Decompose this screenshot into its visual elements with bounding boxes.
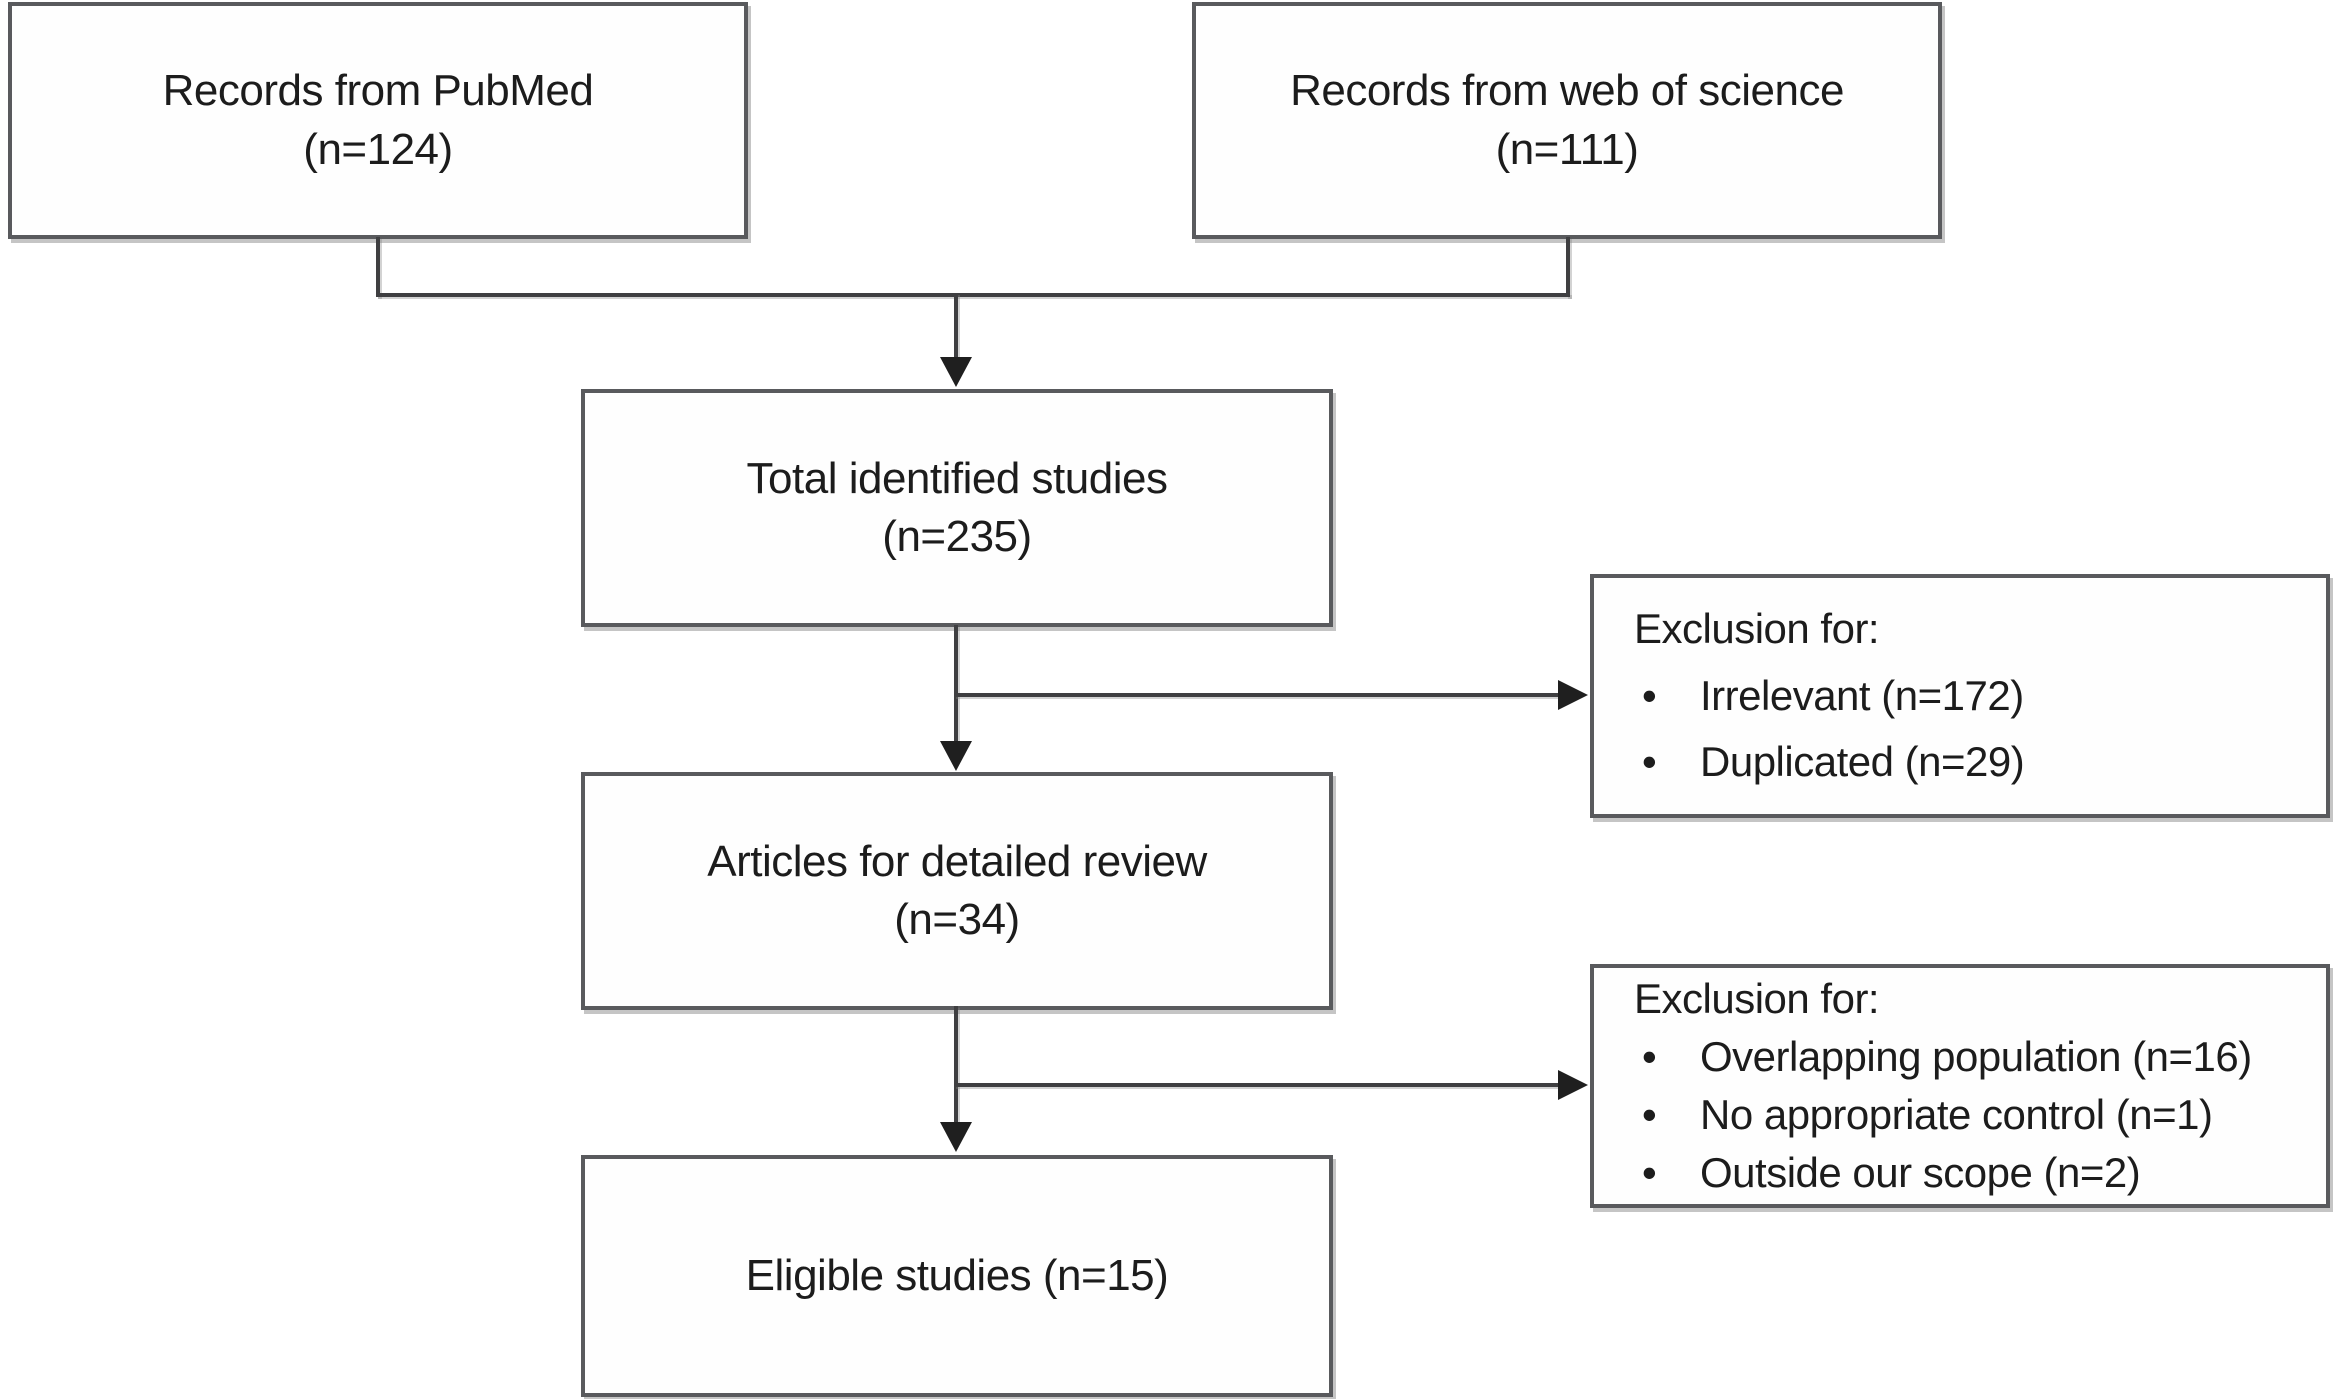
exclusion-2-item-outside-scope: Outside our scope (n=2) bbox=[1700, 1148, 2141, 1196]
connector-wos-down bbox=[1566, 237, 1570, 297]
connector-pubmed-down bbox=[376, 237, 380, 297]
bullet-icon: • bbox=[1642, 1148, 1657, 1196]
box-records-web-of-science-count: (n=111) bbox=[1495, 124, 1639, 174]
exclusion-2-item-overlapping: Overlapping population (n=16) bbox=[1700, 1033, 2252, 1081]
list-item: • Overlapping population (n=16) bbox=[1634, 1028, 2302, 1086]
connector-review-to-eligible bbox=[954, 1006, 958, 1124]
list-item: • No appropriate control (n=1) bbox=[1634, 1086, 2302, 1144]
box-total-identified-studies-count: (n=235) bbox=[882, 512, 1032, 561]
arrow-down-icon bbox=[940, 741, 972, 771]
exclusion-2-list: • Overlapping population (n=16) • No app… bbox=[1634, 1028, 2302, 1202]
exclusion-1-item-duplicated: Duplicated (n=29) bbox=[1700, 738, 2025, 786]
connector-branch-exclusion-1 bbox=[954, 693, 1560, 697]
box-total-identified-studies: Total identified studies (n=235) bbox=[581, 389, 1333, 627]
box-articles-detailed-review: Articles for detailed review (n=34) bbox=[581, 772, 1333, 1010]
connector-branch-exclusion-2 bbox=[954, 1083, 1560, 1087]
box-records-web-of-science: Records from web of science (n=111) bbox=[1192, 2, 1942, 239]
connector-merge-horizontal bbox=[376, 293, 1570, 297]
list-item: • Duplicated (n=29) bbox=[1634, 729, 2302, 795]
exclusion-2-item-no-control: No appropriate control (n=1) bbox=[1700, 1091, 2213, 1138]
bullet-icon: • bbox=[1642, 738, 1657, 786]
list-item: • Outside our scope (n=2) bbox=[1634, 1144, 2302, 1202]
box-articles-detailed-review-count: (n=34) bbox=[894, 895, 1020, 944]
exclusion-1-header: Exclusion for: bbox=[1634, 605, 1880, 653]
bullet-icon: • bbox=[1642, 671, 1657, 719]
connector-merge-to-total bbox=[954, 293, 958, 361]
box-exclusion-1: Exclusion for: • Irrelevant (n=172) • Du… bbox=[1590, 574, 2330, 818]
box-records-pubmed-label: Records from PubMed bbox=[162, 66, 594, 116]
box-exclusion-2: Exclusion for: • Overlapping population … bbox=[1590, 964, 2330, 1208]
arrow-right-icon bbox=[1558, 1070, 1588, 1100]
exclusion-1-list: • Irrelevant (n=172) • Duplicated (n=29) bbox=[1634, 663, 2302, 796]
box-records-pubmed: Records from PubMed (n=124) bbox=[8, 2, 748, 239]
box-eligible-studies: Eligible studies (n=15) bbox=[581, 1155, 1333, 1397]
exclusion-2-header: Exclusion for: bbox=[1634, 975, 1880, 1023]
bullet-icon: • bbox=[1642, 1033, 1657, 1081]
box-articles-detailed-review-label: Articles for detailed review bbox=[707, 836, 1207, 886]
arrow-right-icon bbox=[1558, 680, 1588, 710]
arrow-down-icon bbox=[940, 1122, 972, 1152]
connector-total-to-review bbox=[954, 625, 958, 743]
box-records-pubmed-count: (n=124) bbox=[303, 124, 453, 174]
exclusion-1-item-irrelevant: Irrelevant (n=172) bbox=[1700, 671, 2024, 719]
box-total-identified-studies-label: Total identified studies bbox=[746, 453, 1168, 503]
list-item: • Irrelevant (n=172) bbox=[1634, 663, 2302, 729]
arrow-down-icon bbox=[940, 357, 972, 387]
box-eligible-studies-label: Eligible studies (n=15) bbox=[745, 1250, 1169, 1300]
box-records-web-of-science-label: Records from web of science bbox=[1290, 66, 1844, 116]
bullet-icon: • bbox=[1642, 1091, 1657, 1138]
